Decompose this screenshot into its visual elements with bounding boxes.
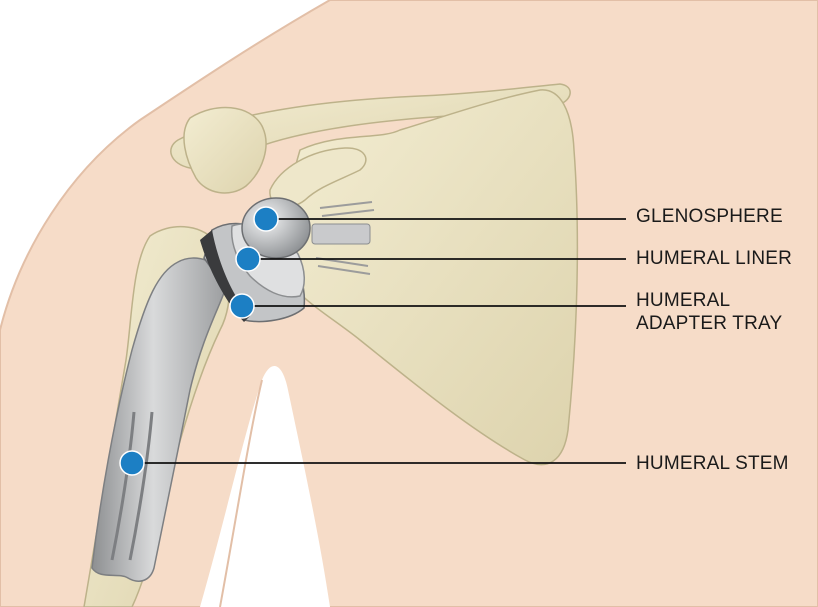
label-humeral-adapter-tray-line1: HUMERAL — [636, 289, 782, 312]
label-humeral-stem-text: HUMERAL STEM — [636, 452, 789, 475]
baseplate-peg — [312, 224, 370, 244]
label-humeral-adapter-tray-line2: ADAPTER TRAY — [636, 312, 782, 335]
callout-dot-humeral-stem — [120, 451, 144, 475]
label-humeral-adapter-tray: HUMERAL ADAPTER TRAY — [636, 289, 782, 335]
label-humeral-liner: HUMERAL LINER — [636, 247, 792, 270]
callout-dot-humeral-adapter-tray — [230, 294, 254, 318]
label-humeral-stem: HUMERAL STEM — [636, 452, 789, 475]
label-humeral-liner-text: HUMERAL LINER — [636, 247, 792, 270]
label-glenosphere: GLENOSPHERE — [636, 205, 783, 228]
label-glenosphere-text: GLENOSPHERE — [636, 205, 783, 228]
callout-dot-glenosphere — [254, 207, 278, 231]
callout-dot-humeral-liner — [236, 247, 260, 271]
